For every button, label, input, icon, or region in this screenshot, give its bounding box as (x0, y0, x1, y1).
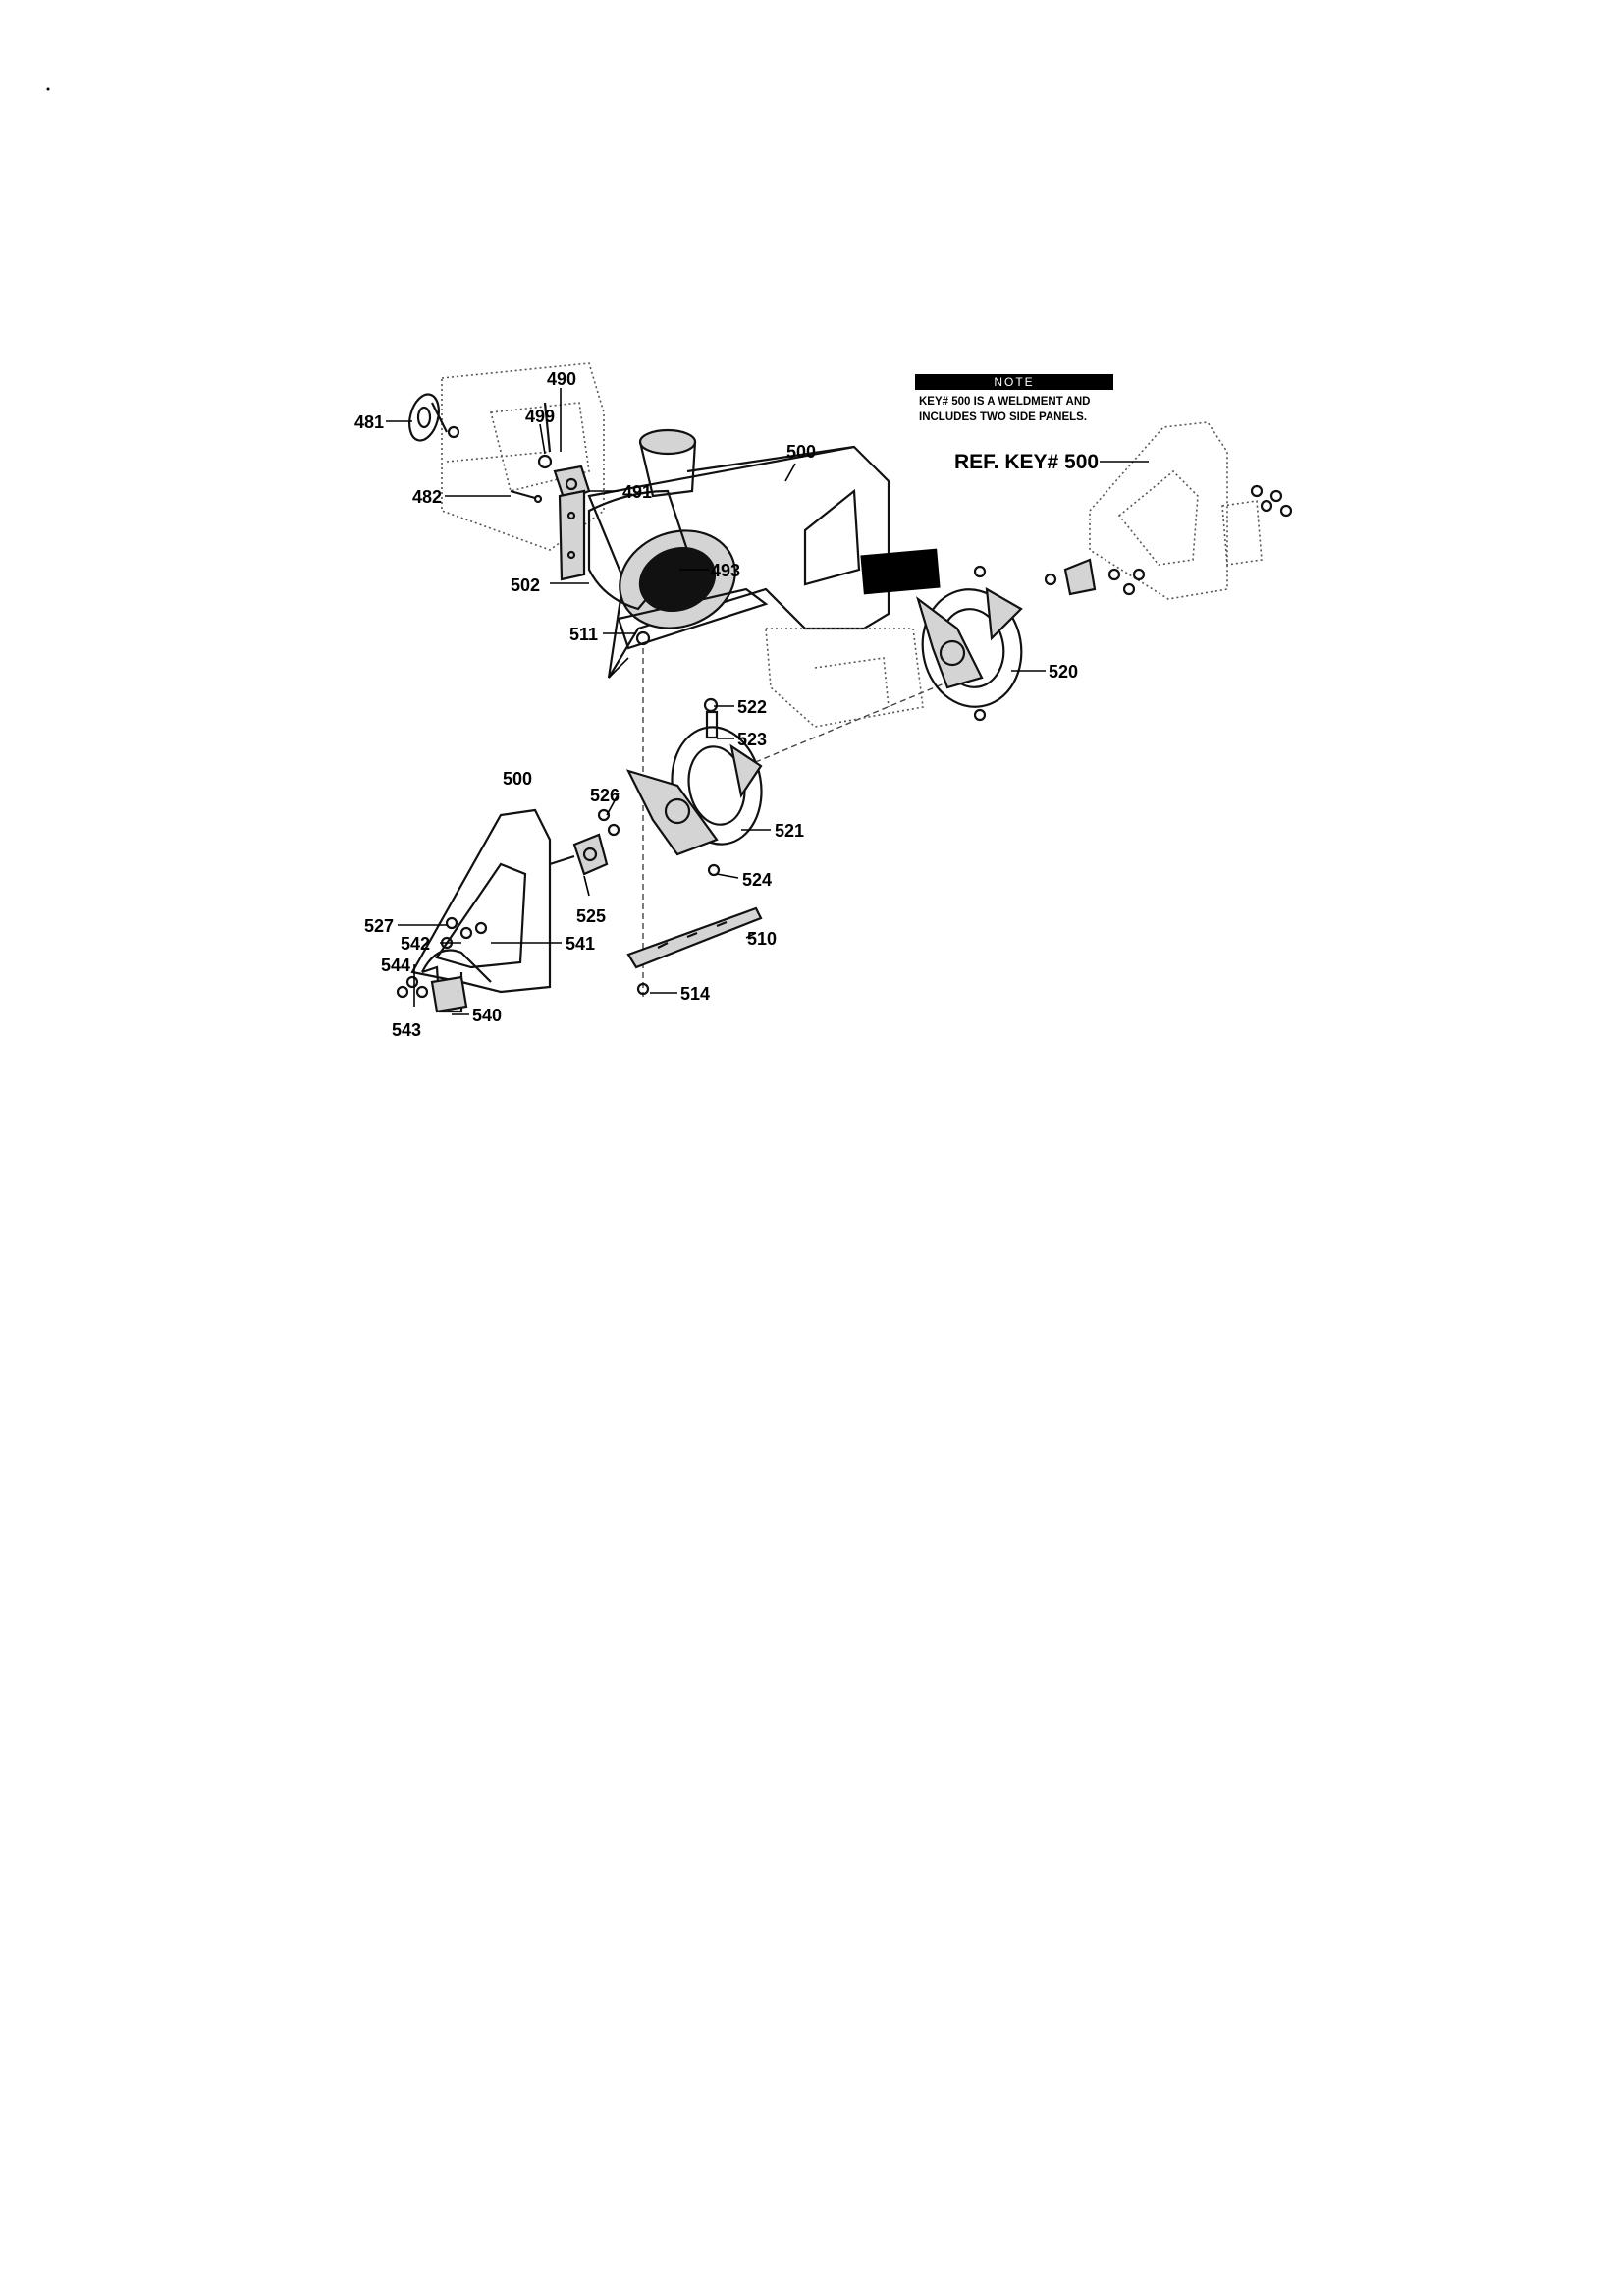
callout-510: 510 (747, 929, 777, 949)
warning-plate (860, 548, 941, 595)
leader-lines (386, 388, 1149, 1015)
note-line-1: KEY# 500 IS A WELDMENT AND (919, 396, 1090, 408)
part-482-pin (510, 489, 543, 504)
callout-490: 490 (547, 369, 576, 389)
callout-521: 521 (775, 821, 804, 841)
callout-499: 499 (525, 407, 555, 426)
note-box: NOTE KEY# 500 IS A WELDMENT AND INCLUDES… (915, 374, 1113, 423)
gearbox-ghost (765, 628, 924, 728)
note-heading: NOTE (994, 375, 1034, 389)
callout-540: 540 (472, 1006, 502, 1025)
part-481-crank (408, 393, 460, 442)
callout-522: 522 (737, 697, 767, 717)
callout-500-left: 500 (503, 769, 532, 789)
engine-frame-ghost (441, 362, 605, 551)
callout-514: 514 (680, 984, 710, 1004)
note-header-bar (915, 374, 1113, 390)
part-510-scraper-bar (626, 906, 763, 996)
callout-ref-500: REF. KEY# 500 (954, 451, 1099, 473)
callout-520: 520 (1049, 662, 1078, 682)
callout-541: 541 (566, 934, 595, 954)
callout-526: 526 (590, 786, 620, 805)
callout-523: 523 (737, 730, 767, 749)
part-511-bolt (635, 630, 651, 997)
scan-speck (46, 87, 50, 91)
callout-481: 481 (354, 412, 384, 432)
auger-shaft (745, 667, 983, 767)
callout-500-top: 500 (786, 442, 816, 462)
part-520-auger-right (915, 565, 1023, 722)
callout-544: 544 (381, 956, 410, 975)
part-525-526-bearing (549, 808, 620, 876)
callout-493: 493 (711, 561, 740, 580)
callout-527: 527 (364, 916, 394, 936)
ref-side-panel-right (1044, 421, 1293, 600)
part-540-skid-hardware (396, 936, 468, 1013)
callout-482: 482 (412, 487, 442, 507)
part-502-plate (558, 489, 586, 581)
callout-511: 511 (569, 625, 598, 644)
callout-524: 524 (742, 870, 772, 890)
note-line-2: INCLUDES TWO SIDE PANELS. (919, 411, 1087, 423)
callout-491: 491 (622, 482, 652, 502)
callout-525: 525 (576, 906, 606, 926)
callout-542: 542 (401, 934, 430, 954)
callout-labels: 481 482 490 499 491 500 493 502 511 REF.… (354, 369, 1099, 1040)
callout-543: 543 (392, 1020, 421, 1040)
discharge-chute (638, 428, 697, 498)
callout-502: 502 (511, 575, 540, 595)
part-521-auger-left (625, 697, 763, 877)
part-500-side-panel-left (410, 808, 552, 994)
